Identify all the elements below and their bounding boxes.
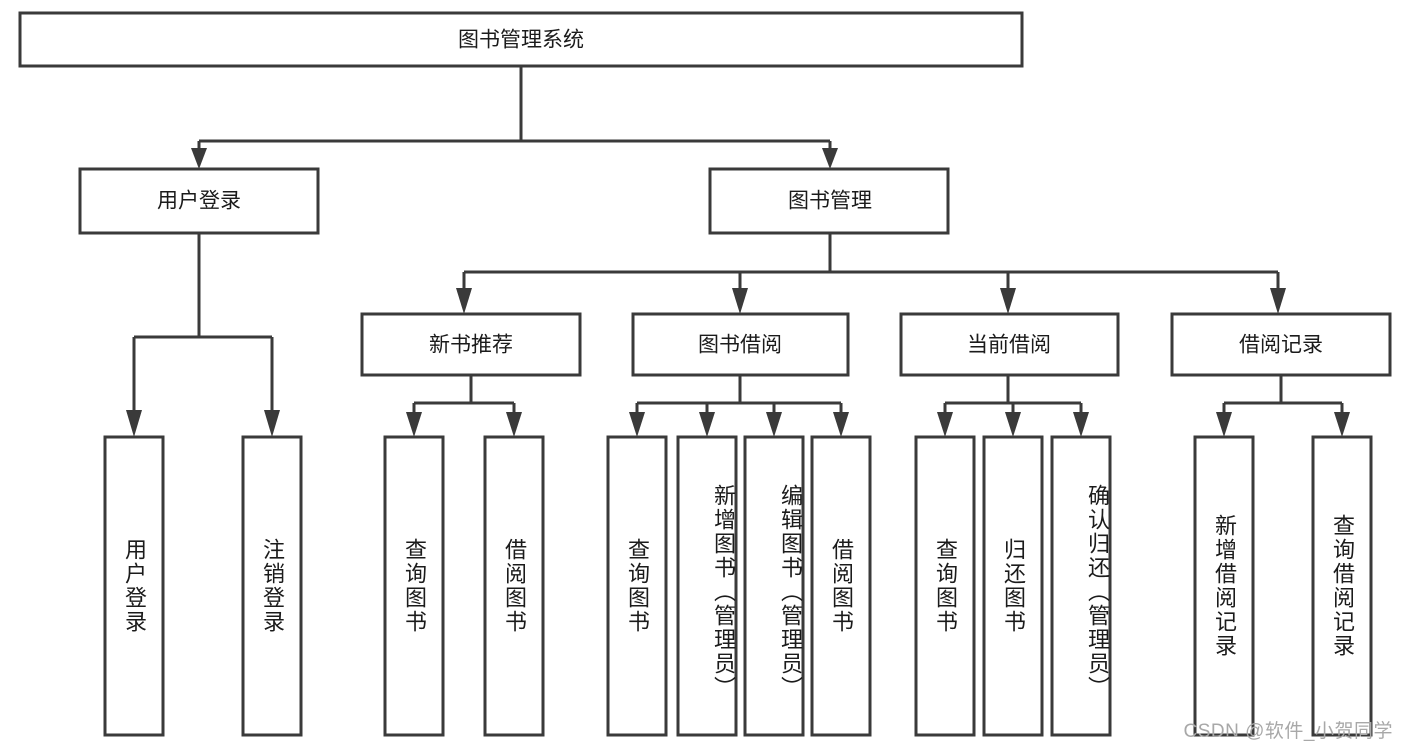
leaf-box-layer — [103, 435, 1373, 737]
arrowhead-book-borrow — [732, 288, 748, 314]
node-book-manage-box[interactable] — [708, 167, 950, 235]
leaf-logout-box[interactable] — [241, 435, 303, 737]
csdn-watermark: CSDN @软件_小贺同学 — [1183, 721, 1393, 742]
leaf-borrow-book-2-box[interactable] — [810, 435, 872, 737]
node-new-book-recommend-box[interactable] — [360, 312, 582, 377]
arrowhead-user-login — [191, 148, 207, 169]
node-book-borrow-box[interactable] — [631, 312, 850, 377]
node-user-login[interactable]: 用户登录 — [78, 167, 320, 235]
arrowhead-borrow-record — [1270, 288, 1286, 314]
leaf-query-record-box[interactable] — [1311, 435, 1373, 737]
leaf-return-book-box[interactable] — [982, 435, 1044, 737]
arrowhead-new-book-recommend — [456, 288, 472, 314]
leaf-borrow-book-1-box[interactable] — [483, 435, 545, 737]
node-book-borrow-label: 图书借阅 — [698, 334, 782, 357]
leaf-add-book-box[interactable] — [676, 435, 738, 737]
node-book-manage-label: 图书管理 — [788, 190, 872, 213]
node-root[interactable]: 图书管理系统 — [18, 11, 1024, 68]
arrowhead-leaf-return-book — [1005, 412, 1021, 437]
node-book-borrow[interactable]: 图书借阅 — [631, 312, 850, 377]
arrowhead-leaf-query-record — [1334, 412, 1350, 437]
node-borrow-record-label: 借阅记录 — [1239, 334, 1323, 357]
arrowhead-leaf-user-login — [126, 410, 142, 437]
arrowhead-leaf-query-book-1 — [406, 412, 422, 437]
leaf-confirm-return-box[interactable] — [1050, 435, 1112, 737]
node-book-manage[interactable]: 图书管理 — [708, 167, 950, 235]
node-user-login-label: 用户登录 — [157, 190, 241, 213]
leaf-add-record-box[interactable] — [1193, 435, 1255, 737]
node-user-login-box[interactable] — [78, 167, 320, 235]
node-new-book-recommend[interactable]: 新书推荐 — [360, 312, 582, 377]
arrowhead-leaf-query-book-3 — [937, 412, 953, 437]
leaf-edit-book-box[interactable] — [743, 435, 805, 737]
node-borrow-record-box[interactable] — [1170, 312, 1392, 377]
arrowhead-leaf-borrow-book-1 — [506, 412, 522, 437]
leaf-user-login-box[interactable] — [103, 435, 165, 737]
node-new-book-recommend-label: 新书推荐 — [429, 334, 513, 357]
arrowhead-leaf-borrow-book-2 — [833, 412, 849, 437]
arrowhead-leaf-add-book — [699, 412, 715, 437]
arrowhead-leaf-add-record — [1216, 412, 1232, 437]
arrowhead-leaf-edit-book — [766, 412, 782, 437]
node-current-borrow-label: 当前借阅 — [967, 334, 1051, 357]
leaf-query-book-3-box[interactable] — [914, 435, 976, 737]
node-borrow-record[interactable]: 借阅记录 — [1170, 312, 1392, 377]
leaf-query-book-2-box[interactable] — [606, 435, 668, 737]
leaf-query-book-1-box[interactable] — [383, 435, 445, 737]
node-current-borrow-box[interactable] — [899, 312, 1120, 377]
arrowhead-leaf-query-book-2 — [629, 412, 645, 437]
node-current-borrow[interactable]: 当前借阅 — [899, 312, 1120, 377]
arrowhead-leaf-confirm-return — [1073, 412, 1089, 437]
arrowhead-leaf-logout — [264, 410, 280, 437]
node-root-box[interactable] — [18, 11, 1024, 68]
arrowhead-book-manage — [822, 148, 838, 169]
arrowhead-current-borrow — [1000, 288, 1016, 314]
connector-layer — [126, 66, 1350, 437]
node-root-label: 图书管理系统 — [458, 29, 584, 52]
